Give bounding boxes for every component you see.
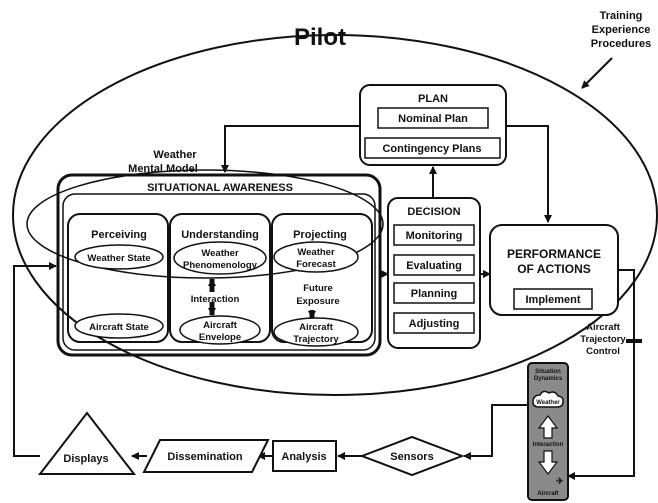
aircraft-trajectory-label-2: Trajectory [293, 334, 339, 345]
weather-phenomenology-label-2: Phenomenology [183, 260, 258, 271]
dynamics-title-1: Situation [535, 369, 561, 375]
dynamics-down-arrow-icon [537, 450, 559, 475]
mental-model-label-2: Mental Model [128, 163, 198, 175]
influences-label: Training Experience Procedures [591, 10, 652, 50]
situational-awareness-inner-border [62, 193, 376, 351]
control-label-1: Aircraft [586, 322, 621, 333]
weather-state-ellipse [74, 244, 164, 270]
analysis-box [272, 440, 337, 472]
plan-title: PLAN [418, 93, 448, 105]
trajectory-control-connector [567, 269, 635, 480]
displays-triangle [37, 411, 137, 475]
evaluating-label: Evaluating [406, 260, 462, 272]
understanding-title: Understanding [181, 229, 259, 241]
control-label-2: Trajectory [580, 334, 626, 345]
airplane-icon: ✈ [556, 476, 564, 486]
performance-title-1: PERFORMANCE [507, 247, 601, 261]
mental-model-label-1: Weather [153, 149, 197, 161]
influence-arrow [581, 57, 613, 89]
plan-to-sa-connector [221, 125, 360, 173]
plan-to-performance-connector [506, 125, 552, 223]
aircraft-envelope-label-2: Envelope [199, 332, 241, 343]
monitoring-box [393, 224, 475, 246]
dynamics-to-sensors-connector [463, 404, 528, 460]
adjusting-label: Adjusting [409, 318, 460, 330]
pilot-ellipse [12, 34, 658, 396]
svg-text:Procedures: Procedures [591, 38, 652, 50]
situational-awareness-box [56, 173, 382, 357]
weather-phenomenology-ellipse [173, 241, 267, 275]
svg-text:Training: Training [600, 10, 643, 22]
contingency-plans-box [364, 137, 501, 159]
adjusting-box [393, 312, 475, 334]
nominal-plan-box [377, 107, 489, 129]
displays-to-perceiving-connector [13, 262, 57, 457]
analysis-label: Analysis [281, 451, 326, 463]
contingency-plans-label: Contingency Plans [382, 143, 481, 155]
decision-title: DECISION [407, 206, 460, 218]
projecting-title: Projecting [293, 229, 347, 241]
dynamics-interaction-label: Interaction [533, 442, 564, 448]
implement-label: Implement [525, 294, 580, 306]
dissemination-label: Dissemination [167, 451, 242, 463]
situational-awareness-title: SITUATIONAL AWARENESS [147, 182, 293, 194]
aircraft-trajectory-label-1: Aircraft [299, 322, 334, 333]
interaction-label: Interaction [191, 294, 240, 305]
evaluating-box [393, 254, 475, 276]
weather-cloud-icon [532, 390, 564, 408]
control-label-3: Control [586, 346, 620, 357]
aircraft-state-ellipse [74, 313, 164, 339]
dynamics-aircraft-label: Aircraft [537, 491, 558, 497]
weather-forecast-label-2: Forecast [296, 259, 336, 270]
control-tick [626, 339, 642, 343]
weather-state-label: Weather State [87, 253, 150, 264]
aircraft-envelope-label-1: Aircraft [203, 320, 238, 331]
weather-mental-model-ellipse [26, 169, 384, 279]
weather-forecast-ellipse [273, 241, 359, 273]
pilot-title: Pilot [294, 24, 346, 51]
svg-text:Experience: Experience [592, 24, 651, 36]
aircraft-trajectory-ellipse [273, 317, 359, 347]
dynamics-up-arrow-icon [537, 415, 559, 439]
aircraft-state-label: Aircraft State [89, 322, 149, 333]
nominal-plan-label: Nominal Plan [398, 113, 468, 125]
sensors-diamond [359, 435, 465, 477]
dynamics-weather-label: Weather [536, 400, 560, 406]
weather-phenomenology-label-1: Weather [201, 248, 239, 259]
planning-box [393, 282, 475, 304]
sensors-label: Sensors [390, 451, 433, 463]
weather-forecast-label-1: Weather [297, 247, 335, 258]
performance-title-2: OF ACTIONS [517, 262, 591, 276]
dynamics-title-2: Dynamics [534, 376, 563, 382]
future-exposure-label-2: Exposure [296, 296, 339, 307]
aircraft-envelope-ellipse [179, 315, 261, 345]
future-exposure-label-1: Future [303, 283, 333, 294]
perceiving-title: Perceiving [91, 229, 147, 241]
planning-label: Planning [411, 288, 457, 300]
monitoring-label: Monitoring [406, 230, 463, 242]
displays-label: Displays [63, 453, 108, 465]
perceiving-box [67, 213, 169, 343]
implement-box [513, 288, 593, 310]
dissemination-shape [142, 439, 270, 473]
